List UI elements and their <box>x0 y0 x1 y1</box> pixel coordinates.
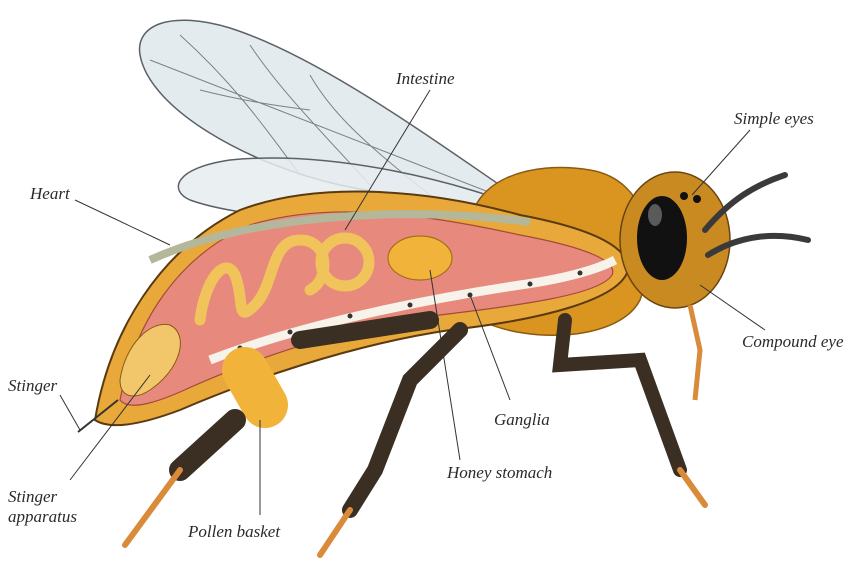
simple-eye-1 <box>680 192 688 200</box>
label-heart: Heart <box>29 184 71 203</box>
leader-heart <box>75 200 170 245</box>
label-honey-stomach: Honey stomach <box>446 463 552 482</box>
front-leg <box>560 320 680 470</box>
middle-leg-foot <box>320 510 350 555</box>
leader-compound-eye <box>700 285 765 330</box>
label-stinger-apparatus-line1: Stinger <box>8 487 57 506</box>
abdomen <box>78 191 628 432</box>
honey-stomach-organ <box>388 236 452 280</box>
label-pollen-basket: Pollen basket <box>187 522 281 541</box>
label-stinger-apparatus-line2: apparatus <box>8 507 77 526</box>
label-simple-eyes: Simple eyes <box>734 109 814 128</box>
label-intestine: Intestine <box>395 69 455 88</box>
compound-eye-shape <box>637 196 687 280</box>
label-compound-eye: Compound eye <box>742 332 844 351</box>
label-stinger: Stinger <box>8 376 57 395</box>
hind-leg-tarsus <box>125 470 180 545</box>
simple-eye-2 <box>693 195 701 203</box>
hind-leg-tibia <box>180 420 235 470</box>
pollen-basket-segment <box>245 370 265 405</box>
leader-simple-eyes <box>692 130 750 195</box>
front-leg-foot <box>680 470 705 505</box>
leader-stinger <box>60 395 80 430</box>
mouthparts <box>690 305 700 400</box>
eye-highlight <box>648 204 662 226</box>
label-ganglia: Ganglia <box>494 410 550 429</box>
